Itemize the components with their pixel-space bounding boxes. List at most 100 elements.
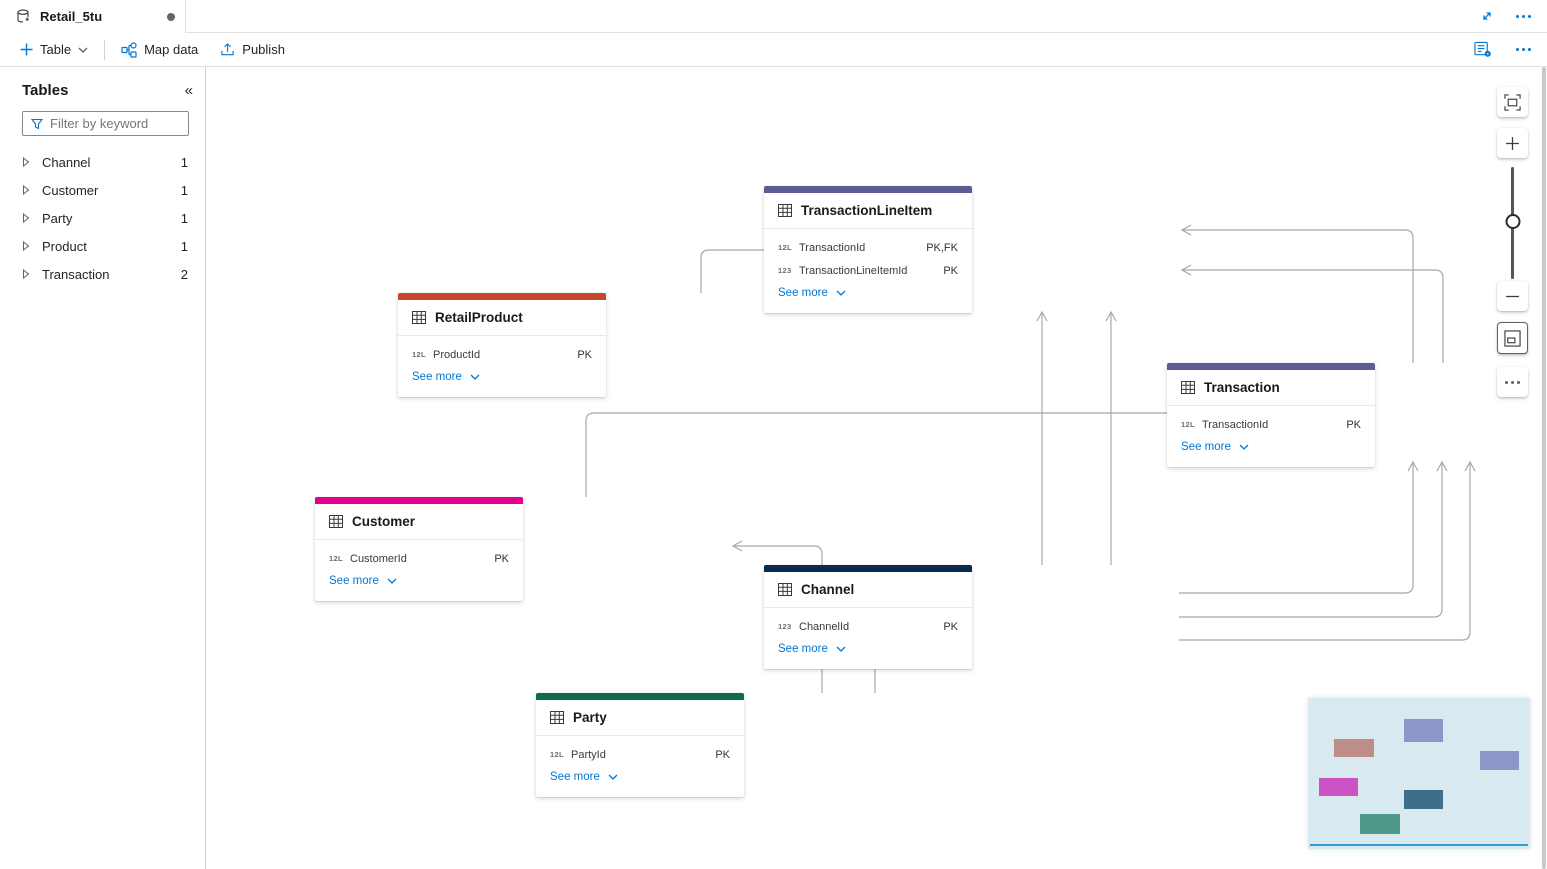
expand-chevron-icon[interactable] xyxy=(22,269,30,279)
table-grid-icon xyxy=(412,311,426,324)
table-group-label: Channel xyxy=(42,154,91,170)
entity-transactionlineitem[interactable]: TransactionLineItem 12L TransactionId PK… xyxy=(764,186,972,313)
numeric-type-icon: 12L xyxy=(412,350,426,359)
key-badge: PK xyxy=(1346,418,1361,431)
chevron-down-icon xyxy=(608,774,618,780)
chevron-down-icon xyxy=(387,578,397,584)
relationship-transaction-to-transactionlineitem xyxy=(1182,269,1444,363)
arrowhead-icon xyxy=(1436,460,1448,472)
numeric-type-icon: 123 xyxy=(778,266,792,275)
entity-header[interactable]: Party xyxy=(536,700,744,736)
entity-customer[interactable]: Customer 12L CustomerId PK See more xyxy=(315,497,523,601)
table-group-label: Transaction xyxy=(42,266,110,282)
add-table-button[interactable]: Table xyxy=(14,36,94,63)
plus-icon xyxy=(20,43,33,56)
filter-funnel-icon xyxy=(31,118,43,130)
table-grid-icon xyxy=(1181,381,1195,394)
table-group-count: 2 xyxy=(180,266,188,282)
expand-view-button[interactable] xyxy=(1478,7,1496,25)
relationship-transaction-to-transactionlineitem xyxy=(1182,229,1414,363)
table-grid-icon xyxy=(550,711,564,724)
ellipsis-icon xyxy=(1505,380,1520,384)
arrowhead-icon xyxy=(1180,264,1192,276)
sidebar-item-party[interactable]: Party 1 xyxy=(0,204,205,232)
table-group-count: 1 xyxy=(180,182,188,198)
entity-channel[interactable]: Channel 123 ChannelId PK See more xyxy=(764,565,972,669)
expand-diagonal-icon xyxy=(1480,9,1494,23)
zoom-slider[interactable] xyxy=(1497,167,1528,279)
entity-title: TransactionLineItem xyxy=(801,203,933,218)
sidebar-item-channel[interactable]: Channel 1 xyxy=(0,148,205,176)
tab-more-options-button[interactable] xyxy=(1514,13,1533,20)
entity-accent-bar xyxy=(315,497,523,504)
field-name: TransactionId xyxy=(799,241,866,254)
key-badge: PK xyxy=(494,552,509,565)
minimap-rect-transaction xyxy=(1480,751,1519,770)
toolbar-more-options-button[interactable] xyxy=(1514,46,1533,53)
entity-accent-bar xyxy=(398,293,606,300)
add-table-label: Table xyxy=(40,42,72,57)
table-group-count: 1 xyxy=(180,210,188,226)
filter-input[interactable] xyxy=(50,116,180,131)
entity-header[interactable]: RetailProduct xyxy=(398,300,606,336)
see-more-link[interactable]: See more xyxy=(536,766,632,793)
entity-header[interactable]: Channel xyxy=(764,572,972,608)
tab-retail-5tu[interactable]: * Retail_5tu xyxy=(0,0,186,33)
properties-pane-button[interactable] xyxy=(1472,39,1494,60)
entity-party[interactable]: Party 12L PartyId PK See more xyxy=(536,693,744,797)
toggle-minimap-button[interactable] xyxy=(1497,322,1528,354)
table-group-label: Party xyxy=(42,210,73,226)
entity-header[interactable]: Transaction xyxy=(1167,370,1375,406)
expand-chevron-icon[interactable] xyxy=(22,213,30,223)
table-group-label: Product xyxy=(42,238,87,254)
vertical-scrollbar[interactable] xyxy=(1541,67,1547,869)
ellipsis-icon xyxy=(1516,14,1531,18)
entity-header[interactable]: Customer xyxy=(315,504,523,540)
numeric-type-icon: 12L xyxy=(1181,420,1195,429)
see-more-link[interactable]: See more xyxy=(398,366,494,393)
fit-to-screen-button[interactable] xyxy=(1497,87,1528,117)
zoom-slider-thumb[interactable] xyxy=(1505,214,1520,229)
see-more-link[interactable]: See more xyxy=(764,282,860,309)
see-more-link[interactable]: See more xyxy=(315,570,411,597)
see-more-link[interactable]: See more xyxy=(1167,436,1263,463)
expand-chevron-icon[interactable] xyxy=(22,241,30,251)
see-more-link[interactable]: See more xyxy=(764,638,860,665)
chevron-down-icon xyxy=(836,290,846,296)
arrowhead-icon xyxy=(1105,310,1117,322)
entity-transaction[interactable]: Transaction 12L TransactionId PK See mor… xyxy=(1167,363,1375,467)
minimap-rect-party xyxy=(1360,814,1400,834)
sidebar-item-customer[interactable]: Customer 1 xyxy=(0,176,205,204)
table-grid-icon xyxy=(778,204,792,217)
canvas-more-options-button[interactable] xyxy=(1497,367,1528,397)
sidebar-title: Tables xyxy=(22,82,69,99)
collapse-sidebar-button[interactable]: « xyxy=(184,82,193,99)
zoom-out-button[interactable] xyxy=(1497,281,1528,311)
field-row: 12L ProductId PK xyxy=(398,343,606,366)
numeric-type-icon: 123 xyxy=(778,622,792,631)
zoom-in-button[interactable] xyxy=(1497,128,1528,158)
sidebar-item-transaction[interactable]: Transaction 2 xyxy=(0,260,205,288)
entity-header[interactable]: TransactionLineItem xyxy=(764,193,972,229)
entity-accent-bar xyxy=(1167,363,1375,370)
minimap[interactable] xyxy=(1308,698,1530,849)
key-badge: PK xyxy=(943,264,958,277)
toolbar: Table Map data Publish xyxy=(0,33,1547,67)
map-data-label: Map data xyxy=(144,42,199,57)
entity-title: Transaction xyxy=(1204,380,1280,395)
chevron-down-icon xyxy=(78,47,88,53)
relationship-channel-to-transaction xyxy=(1179,462,1414,594)
minimap-rect-customer xyxy=(1319,778,1358,796)
entity-retailproduct[interactable]: RetailProduct 12L ProductId PK See more xyxy=(398,293,606,397)
map-data-button[interactable]: Map data xyxy=(115,36,204,64)
table-grid-icon xyxy=(329,515,343,528)
sidebar-item-product[interactable]: Product 1 xyxy=(0,232,205,260)
expand-chevron-icon[interactable] xyxy=(22,185,30,195)
ellipsis-icon xyxy=(1516,48,1531,51)
field-name: TransactionLineItemId xyxy=(799,264,908,277)
field-row: 12L PartyId PK xyxy=(536,743,744,766)
arrowhead-icon xyxy=(1036,310,1048,322)
publish-button[interactable]: Publish xyxy=(214,36,291,63)
diagram-canvas[interactable]: TransactionLineItem 12L TransactionId PK… xyxy=(206,67,1547,869)
expand-chevron-icon[interactable] xyxy=(22,157,30,167)
